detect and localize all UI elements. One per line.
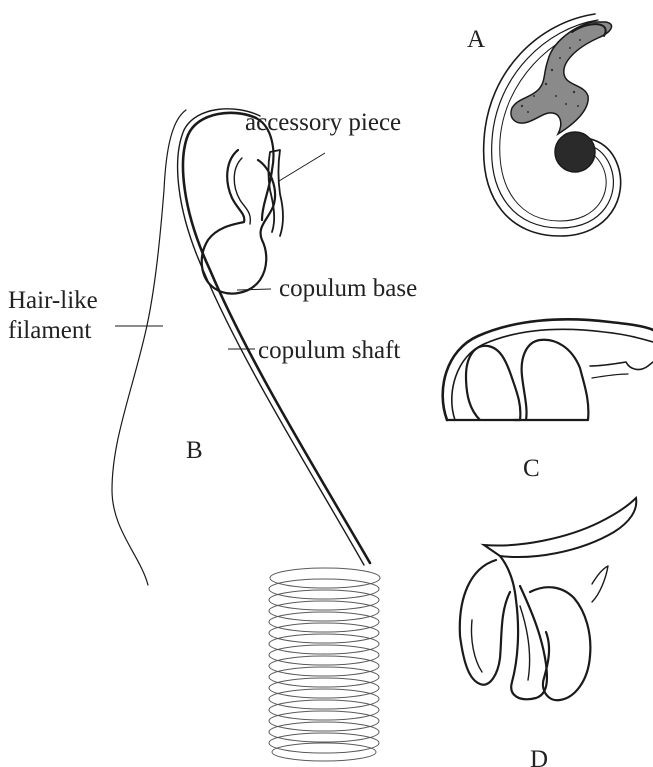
panel-label-b: B — [186, 437, 203, 464]
panel-a-organ-body — [511, 22, 612, 134]
panel-label-c: C — [523, 455, 540, 482]
label-copulum-shaft: copulum shaft — [258, 337, 400, 364]
panel-label-d: D — [530, 746, 548, 767]
panel-b-drawing — [112, 109, 380, 761]
panel-label-a: A — [467, 26, 485, 53]
panel-a-base-bulb — [555, 132, 595, 172]
panel-d-blade — [484, 498, 636, 557]
leader-copulum-base — [237, 289, 271, 290]
leader-accessory-piece — [279, 153, 325, 181]
panel-c-accessory-tip — [592, 374, 628, 378]
panel-a-drawing — [484, 14, 621, 236]
panel-c-left-lobe — [447, 346, 520, 420]
copulum-coil — [269, 568, 380, 761]
copulum-base-outline — [202, 150, 275, 294]
label-filament-line1: Hair-like — [8, 287, 98, 314]
panel-c-right-lobe — [514, 340, 588, 420]
label-accessory-piece: accessory piece — [245, 109, 401, 136]
panel-c-accessory — [590, 362, 653, 369]
hair-like-filament — [112, 110, 186, 585]
label-copulum-base: copulum base — [279, 275, 417, 302]
panel-d-right-loop — [530, 587, 590, 700]
panel-d-left-loop — [460, 560, 510, 685]
panel-d-accessory — [592, 566, 608, 602]
panel-d-center-loop — [500, 556, 547, 699]
panel-d-drawing — [460, 498, 637, 700]
panel-c-drawing — [443, 319, 653, 420]
label-filament-line2: filament — [8, 317, 91, 344]
